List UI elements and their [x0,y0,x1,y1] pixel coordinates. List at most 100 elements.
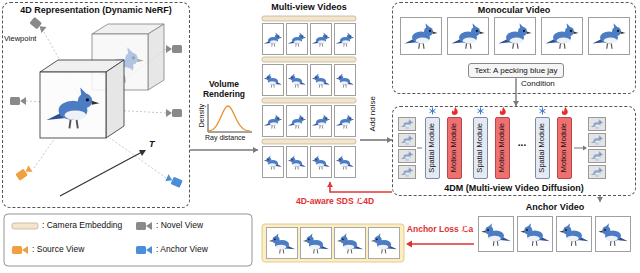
view-ray [34,138,55,168]
output-frame [589,150,606,163]
edge-label-holder: Condition [521,79,555,88]
video-frame [311,24,332,55]
diffusion-panel: 4DM (Multi-view Video Diffusion)Spatial … [392,106,636,196]
cube-face [148,24,164,90]
connector-arrow [190,147,258,153]
video-frame [448,18,489,55]
video-frame [335,24,356,55]
legend-text: : Anchor View [156,245,208,255]
rendered-anchor-strip [262,224,404,262]
edge-label-holder: Add noise [368,96,377,132]
video-frame [518,217,553,252]
edge-label: Add noise [368,96,377,132]
density-curve [208,106,250,131]
output-frame [589,166,606,179]
novel-camera [29,17,46,33]
noisy-frame [399,150,416,163]
video-frame [495,18,536,55]
output-frames [417,118,606,179]
legend-frame [4,214,252,266]
spatial-module: Spatial Module [473,117,488,179]
view-rays [26,32,166,178]
video-frame [542,18,583,55]
video-frame [287,106,308,137]
bird-figure [47,88,100,129]
arrowhead [597,197,603,202]
video-frame [335,106,356,137]
panel-title: 4D Representation (Dynamic NeRF) [20,5,172,15]
cube-face [40,72,106,138]
spatial-module: Spatial Module [535,117,550,179]
motion-module: Motion Module [447,117,462,179]
flow-line [417,148,422,149]
edge-label: Volume Rendering [190,80,258,100]
output-frame [589,118,606,131]
motion-module: Motion Module [557,117,572,179]
ellipsis: ... [512,137,532,149]
label-holder: Density [198,104,206,127]
edge-label-holder: Volume Rendering [190,80,258,100]
axis-label: T [149,139,155,149]
cube-face [106,60,124,138]
panel-title: Anchor Video [526,202,584,212]
module-label: Motion Module [450,123,459,172]
legend-entry: : Camera Embedding [42,221,122,231]
video-frame [311,106,332,137]
plot-axes [208,104,252,132]
video-frame [263,147,284,178]
connector-line [190,149,258,151]
loss-line [411,243,474,245]
video-frame [287,24,308,55]
camera-embedding-bar [262,57,356,62]
front-cube [40,60,124,138]
video-frame [401,18,442,55]
representation-panel: 4D Representation (Dynamic NeRF) [2,2,190,208]
legend-text: : Camera Embedding [42,221,122,231]
module-label: Motion Module [560,123,569,172]
arrowhead [253,147,258,153]
panel-title: Multi-view Videos [271,2,346,12]
novel-view-sample [136,222,152,230]
connector-line [330,182,392,192]
multi-view-frames [262,16,356,178]
anchor-camera [165,174,183,188]
flame-icon [452,107,458,115]
edge-label: 4D-aware SDS ℒ4D [296,197,374,207]
edge-label-holder: 4D-aware SDS ℒ4D [296,197,374,207]
legend-entry: : Novel View [156,221,203,231]
video-frame [596,217,631,252]
video-frame [287,65,308,96]
prompt-text: Text: A pecking blue jay [474,66,557,75]
monocular-frames [401,18,630,55]
legend-text: : Source View [32,245,84,255]
novel-camera [166,45,182,53]
video-group: Anchor Video [474,202,636,258]
label-holder: T [149,139,155,149]
spatial-module: Spatial Module [425,117,440,179]
trainable-icons [452,107,568,115]
output-frame [589,134,606,147]
module-label: Spatial Module [476,123,485,173]
flame-icon [562,107,568,115]
camera-embedding-bar [262,16,356,21]
loss-label: Anchor Loss ℒa [402,225,478,235]
label-holder: Viewpoint [4,35,36,44]
legend-entry: : Source View [32,245,84,255]
loss-arrowhead [406,241,412,248]
video-frame [311,147,332,178]
flow-arrowhead [583,146,587,151]
arrowhead [327,182,333,187]
label-holder: Ray distance [205,134,245,142]
legend-text: : Novel View [156,221,203,231]
time-line [60,152,142,196]
source-view-sample [12,246,28,254]
camera-embedding-bar [262,139,356,144]
video-frame [263,24,284,55]
video-frame [335,147,356,178]
anchor-strip [262,224,404,262]
edge-label: Condition [521,79,555,88]
density-plot [208,104,252,132]
axis-label: Density [198,104,206,127]
panel-title: Monocular Video [478,5,550,15]
